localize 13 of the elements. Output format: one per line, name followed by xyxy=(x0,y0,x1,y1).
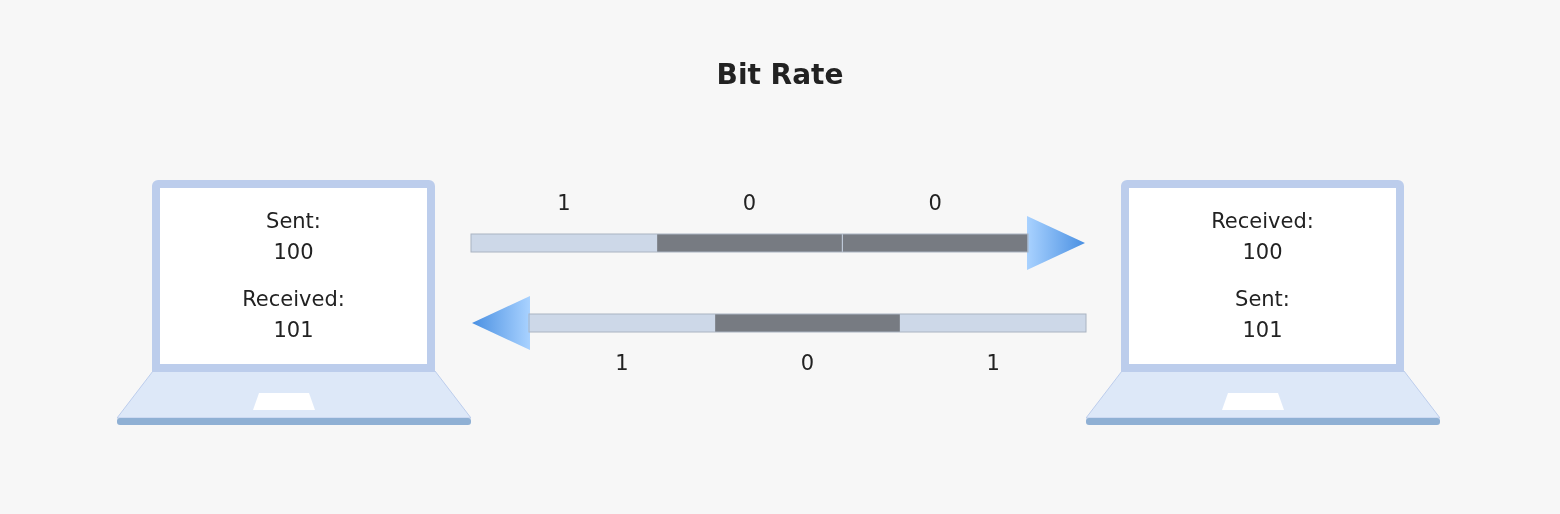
status-text: Sent: 100 xyxy=(266,208,321,266)
bit-label: 1 xyxy=(614,351,630,375)
status-text: Received: 100 xyxy=(1211,208,1314,266)
status-text: Sent: 101 xyxy=(1235,286,1290,344)
title: Bit Rate xyxy=(716,58,844,91)
bit-label: 0 xyxy=(741,191,758,215)
bit-label: 0 xyxy=(927,191,943,215)
bit-label: 1 xyxy=(556,191,572,215)
laptop xyxy=(1086,180,1440,426)
bit-label: 1 xyxy=(985,351,1001,375)
bit-label: 0 xyxy=(799,351,816,375)
status-text: Received: 101 xyxy=(242,286,345,344)
laptop xyxy=(117,180,471,426)
